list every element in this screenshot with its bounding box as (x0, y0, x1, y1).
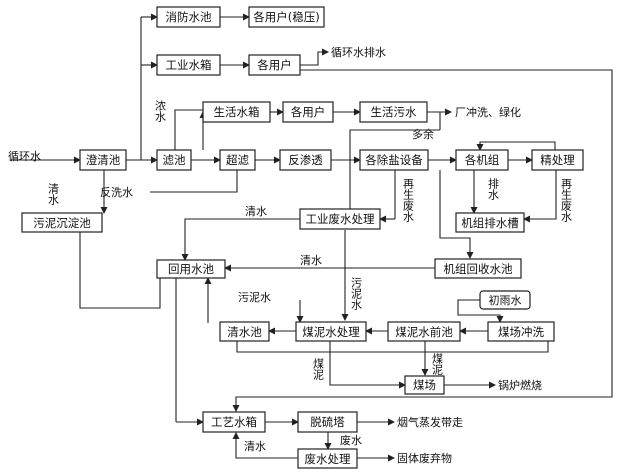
label-backwash: 反洗水 (100, 186, 133, 199)
edge-bottom-loop (236, 341, 549, 353)
node-reverse-osmosis[interactable]: 反渗透 (279, 149, 332, 171)
label-sludge-water-1: 污泥水 (238, 291, 271, 304)
edge-backwash (150, 170, 238, 193)
label-initial-rain-text: 初雨水 (489, 293, 522, 307)
node-polishing[interactable]: 精处理 (531, 149, 584, 171)
node-ultrafiltration[interactable]: 超滤 (219, 149, 256, 171)
label-circulating-water: 循环水 (8, 150, 41, 163)
label-clear-water-sludge: 清水 (47, 183, 60, 205)
node-polishing-label: 精处理 (540, 153, 575, 167)
node-coal-yard-label: 煤场 (413, 378, 436, 392)
edge-slime-yard (329, 341, 406, 389)
node-users-domestic-label: 各用户 (291, 105, 326, 119)
label-regen-waste-1: 再生废水 (402, 178, 415, 222)
node-unit-drain-trench-label: 机组排水槽 (461, 216, 519, 230)
node-coal-yard[interactable]: 煤场 (404, 375, 445, 395)
node-clear-pool[interactable]: 清水池 (219, 321, 270, 342)
label-boiler-combustion: 锅炉燃烧 (498, 378, 542, 392)
label-surplus: 多余 (412, 127, 434, 141)
label-coal-slime-1: 煤泥 (312, 358, 325, 381)
node-sludge-tank-label: 污泥沉淀池 (33, 216, 91, 230)
edge-ww-process (232, 432, 298, 459)
edge-circ-drain (300, 48, 329, 66)
node-unit-drain-trench[interactable]: 机组排水槽 (455, 212, 525, 233)
node-units[interactable]: 各机组 (455, 149, 509, 171)
node-industrial-tank-label: 工业水箱 (166, 58, 212, 72)
node-domestic-sewage-label: 生活污水 (371, 105, 417, 119)
node-process-tank-label: 工艺水箱 (211, 415, 257, 429)
node-clarifier-label: 澄清池 (86, 153, 121, 167)
node-industrial-tank[interactable]: 工业水箱 (156, 54, 221, 76)
edge-polish-drain (523, 170, 557, 223)
node-clear-pool-label: 清水池 (227, 325, 262, 339)
node-coal-yard-flush-label: 煤场冲洗 (498, 325, 544, 339)
node-users-industrial[interactable]: 各用户 (248, 54, 301, 76)
label-regen-waste-2: 再生废水 (560, 178, 573, 222)
label-clear-water-1: 清水 (245, 205, 267, 218)
node-coal-slurry-treatment[interactable]: 煤泥水处理 (295, 321, 367, 342)
node-wastewater-treatment-label: 废水处理 (305, 452, 351, 466)
node-coal-slurry-pre-pool[interactable]: 煤泥水前池 (387, 321, 461, 342)
node-users-domestic[interactable]: 各用户 (282, 101, 334, 123)
edge-ww-reuse (181, 218, 300, 261)
connectors (10, 13, 613, 462)
node-reverse-osmosis-label: 反渗透 (288, 153, 323, 167)
label-coal-slime-2: 煤泥 (431, 353, 444, 376)
edge-units-recovery (439, 170, 474, 259)
node-fire-pool[interactable]: 消防水池 (156, 6, 221, 28)
label-clear-water-3: 清水 (244, 440, 266, 453)
node-process-tank[interactable]: 工艺水箱 (202, 411, 266, 433)
node-coal-slurry-pre-pool-label: 煤泥水前池 (395, 325, 453, 339)
label-initial-rain: 初雨水 (479, 290, 531, 310)
node-domestic-tank[interactable]: 生活水箱 (202, 101, 271, 123)
node-reuse-pool-label: 回用水池 (168, 262, 214, 276)
label-solid-waste: 固体废弃物 (397, 451, 452, 465)
edge-rain-flush (457, 299, 504, 323)
node-domestic-sewage[interactable]: 生活污水 (359, 101, 428, 123)
node-unit-recovery-pool-label: 机组回收水池 (444, 262, 513, 276)
node-filter-pool-label: 滤池 (163, 153, 186, 167)
node-ultrafiltration-label: 超滤 (226, 153, 249, 167)
node-clarifier[interactable]: 澄清池 (79, 149, 127, 171)
label-plant-flush: 厂冲洗、绿化 (455, 105, 521, 119)
node-desalination[interactable]: 各除盐设备 (359, 149, 429, 171)
node-industrial-wastewater-label: 工业废水处理 (306, 212, 375, 226)
label-drain: 排水 (487, 177, 500, 200)
node-users-industrial-label: 各用户 (257, 58, 292, 72)
node-sludge-tank[interactable]: 污泥沉淀池 (21, 212, 103, 233)
node-wastewater-treatment[interactable]: 废水处理 (297, 448, 358, 469)
node-industrial-wastewater[interactable]: 工业废水处理 (299, 208, 381, 230)
node-desulfurization-tower[interactable]: 脱硫塔 (297, 411, 358, 433)
node-filter-pool[interactable]: 滤池 (156, 149, 192, 171)
node-reuse-pool[interactable]: 回用水池 (156, 259, 226, 279)
node-desulfurization-tower-label: 脱硫塔 (310, 415, 345, 429)
label-flue-gas: 烟气蒸发带走 (397, 415, 463, 429)
node-coal-yard-flush[interactable]: 煤场冲洗 (487, 321, 555, 342)
edge-surplus-ww (349, 129, 440, 213)
node-desalination-label: 各除盐设备 (365, 153, 423, 167)
node-domestic-tank-label: 生活水箱 (214, 105, 260, 119)
edge-concentrate (174, 109, 203, 150)
label-sludge-water-2: 污泥水 (350, 277, 363, 310)
node-users-stable-label: 各用户(稳压) (253, 10, 319, 24)
node-coal-slurry-treatment-label: 煤泥水处理 (302, 325, 360, 339)
label-clear-water-2: 清水 (300, 254, 322, 267)
label-waste-water: 废水 (340, 433, 362, 447)
edge-sludgetank-reuse (79, 232, 161, 309)
edge-right-return (232, 69, 613, 412)
edge-polishing-units (476, 141, 556, 151)
label-circulating-drain: 循环水排水 (331, 45, 386, 59)
node-units-label: 各机组 (465, 153, 500, 167)
label-concentrate: 浓水 (154, 100, 167, 122)
node-users-stable[interactable]: 各用户(稳压) (248, 6, 325, 28)
node-fire-pool-label: 消防水池 (166, 10, 212, 24)
node-unit-recovery-pool[interactable]: 机组回收水池 (434, 258, 522, 279)
